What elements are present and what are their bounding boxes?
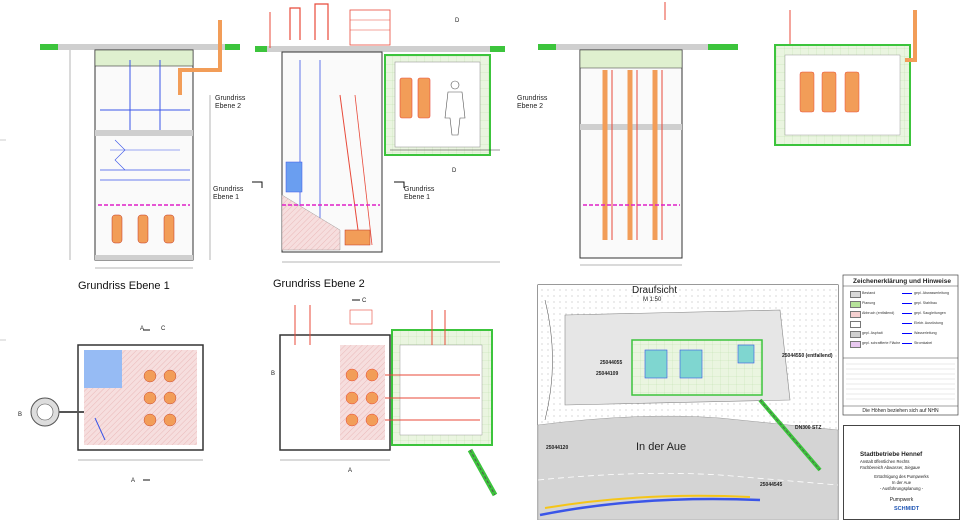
legend-line-label: Stromkabel: [914, 341, 933, 345]
cut-label-e2-left: Grundriss Ebene 2: [215, 95, 246, 110]
legend-title: Zeichenerklärung und Hinweise: [853, 278, 951, 285]
cut-label-e2-right: Grundriss Ebene 2: [517, 95, 548, 110]
firm-name: SCHMIDT: [894, 506, 920, 512]
site-plan-title: Draufsicht: [632, 285, 678, 296]
site-plan-scale: M 1:50: [643, 297, 662, 303]
legend-swatch: [850, 311, 861, 318]
plan-level-1: [30, 329, 204, 481]
section-marker-a: A: [348, 468, 353, 474]
cut-label-e1-right: Grundriss Ebene 1: [404, 186, 435, 201]
legend-line-sample: [902, 343, 912, 344]
section-marker-a: A: [140, 326, 145, 332]
project-title: Ertüchtigung des Pumpwerks: [874, 474, 929, 479]
org-subtitle: Anstalt öffentlichen Rechts: [860, 459, 910, 464]
legend-fill-label: gepl. schraffierte Fläche: [862, 341, 901, 345]
legend-line-label: gepl. Saugleitungen: [914, 311, 946, 315]
pipe-label: DN300 STZ: [795, 425, 822, 431]
plan-level-2: [279, 299, 498, 497]
parcel-label: 25044545: [760, 482, 783, 488]
legend-swatch: [850, 321, 861, 328]
parcel-label: 25044055: [600, 360, 623, 366]
legend-swatch: [850, 341, 861, 348]
legend-row: Bestand gepl. Abwasserleitung: [848, 290, 958, 298]
plan-title-level-1: Grundriss Ebene 1: [78, 280, 170, 292]
legend-line-label: Wasserleitung: [914, 331, 937, 335]
project-location: In der Aue: [891, 480, 912, 485]
org-name: Stadtbetriebe Hennef: [860, 451, 923, 458]
section-marker-d: D: [452, 168, 457, 174]
project-phase: - Ausführungsplanung -: [879, 486, 924, 491]
legend-line-sample: [902, 303, 912, 304]
cut-label-e1-left: Grundriss Ebene 1: [213, 186, 244, 201]
section-marker-a: A: [131, 478, 136, 484]
section-marker-b: B: [271, 371, 276, 377]
street-name: In der Aue: [636, 441, 687, 453]
legend-frame: [842, 274, 959, 416]
section-view-2: [252, 3, 505, 263]
legend-fill-label: gepl. Asphalt: [862, 331, 883, 335]
legend-line-label: Elektr. Ausrüstung: [914, 321, 943, 325]
legend-fill-label: Abbruch (entfallend): [862, 311, 895, 315]
legend-swatch: [850, 331, 861, 338]
legend-fill-label: Bestand: [862, 291, 876, 295]
section-marker-b: B: [18, 412, 23, 418]
legend-row: gepl. Asphalt Wasserleitung: [848, 330, 958, 338]
section-marker-c: C: [161, 326, 166, 332]
legend-fill-label: Planung: [862, 301, 876, 305]
parcel-label: 25044120: [546, 445, 569, 451]
legend-line-label: gepl. Stahlbau: [914, 301, 937, 305]
legend-row: Planung gepl. Stahlbau: [848, 300, 958, 308]
title-block: Stadtbetriebe Hennef Anstalt öffentliche…: [843, 425, 960, 520]
drawing-name: Pumpwerk: [889, 497, 914, 503]
legend-swatch: [850, 291, 861, 298]
site-plan: [537, 284, 839, 521]
org-subtitle-2: Fachbereich Abwasser, Siegaue: [860, 465, 920, 470]
legend-line-sample: [902, 333, 912, 334]
section-marker-c: C: [362, 298, 367, 304]
legend-row: Elektr. Ausrüstung: [848, 320, 958, 328]
section-marker-d: D: [455, 18, 460, 24]
legend-row: Abbruch (entfallend) gepl. Saugleitungen: [848, 310, 958, 318]
section-view-3: [538, 2, 917, 266]
section-view-1: [40, 20, 240, 269]
legend-line-sample: [902, 323, 912, 324]
legend-line-sample: [902, 293, 912, 294]
parcel-label: 25044550 (entfallend): [782, 353, 833, 359]
plan-title-level-2: Grundriss Ebene 2: [273, 278, 365, 290]
legend-line-label: gepl. Abwasserleitung: [914, 291, 949, 295]
legend-swatch: [850, 301, 861, 308]
height-note: Die Höhen beziehen sich auf NHN: [862, 408, 939, 414]
parcel-label: 25044109: [596, 371, 619, 377]
legend-row: gepl. schraffierte Fläche Stromkabel: [848, 340, 958, 348]
legend-line-sample: [902, 313, 912, 314]
